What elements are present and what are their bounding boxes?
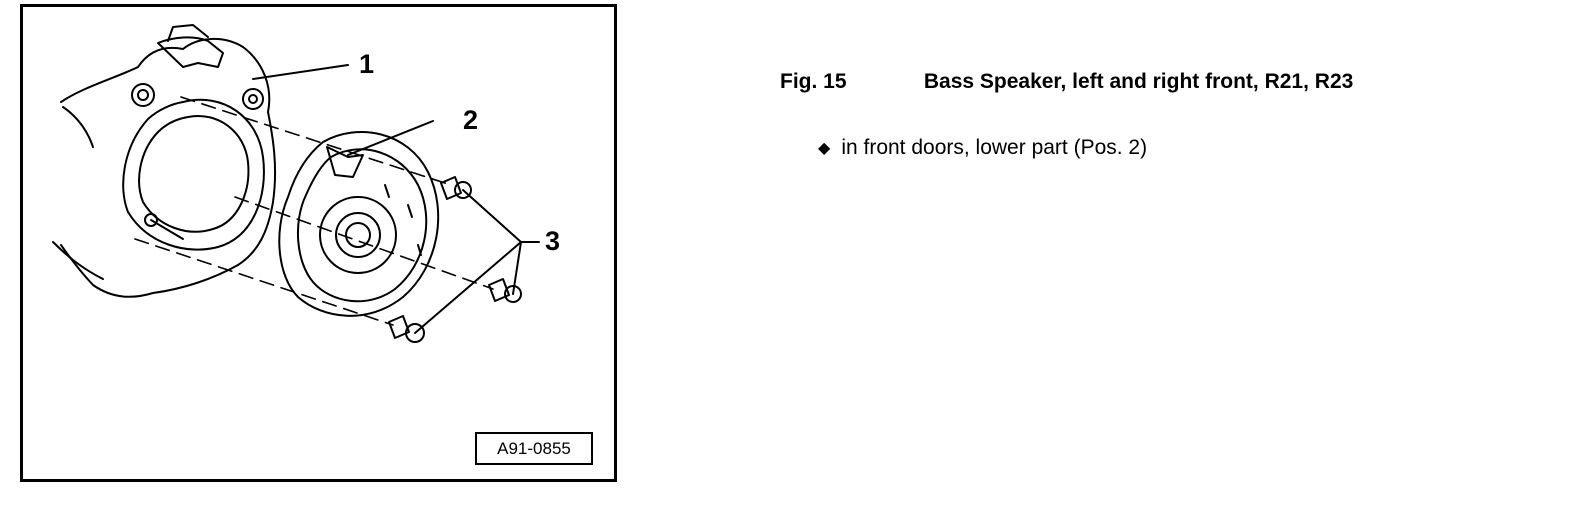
figure-number: Fig. 15	[780, 70, 847, 93]
callout-2: 2	[463, 105, 479, 135]
figure-title: Bass Speaker, left and right front, R21,…	[923, 70, 1354, 93]
speaker-exploded-illustration	[52, 24, 540, 343]
mounting-ring	[122, 98, 265, 251]
diamond-bullet-icon: ◆	[818, 140, 831, 157]
callout-1: 1	[359, 49, 375, 79]
screw-bottom	[388, 315, 425, 343]
callout-3: 3	[545, 226, 561, 256]
figure-id-label: A91-0855	[475, 432, 593, 465]
figure-frame: 1 2 3 A91-0855	[20, 4, 617, 482]
speaker-body	[278, 131, 440, 317]
screw-top	[440, 176, 472, 200]
figure-caption: Fig. 15 Bass Speaker, left and right fro…	[780, 70, 1353, 94]
list-item-text: in front doors, lower part (Pos. 2)	[841, 136, 1148, 159]
door-panel-outline	[60, 37, 277, 298]
list-item: ◆ in front doors, lower part (Pos. 2)	[818, 136, 1147, 160]
screw-middle	[488, 278, 522, 303]
